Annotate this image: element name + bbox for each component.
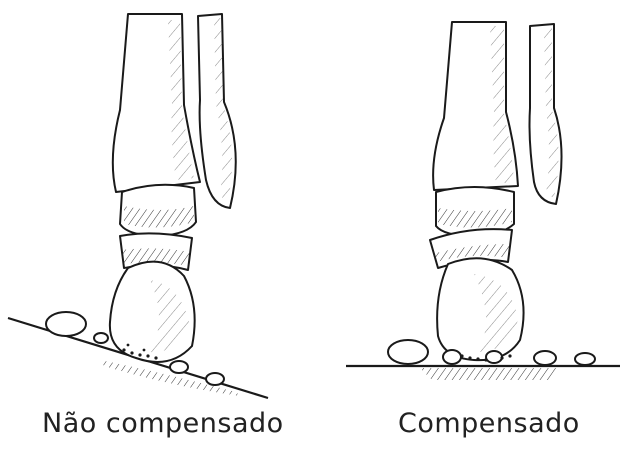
pebble <box>206 373 224 385</box>
pebble <box>575 353 595 365</box>
pebble <box>170 361 188 373</box>
pebble <box>443 350 461 364</box>
non-compensated-drawing <box>8 14 268 398</box>
pebble <box>534 351 556 365</box>
pebble <box>46 312 86 336</box>
ground-shadow-right <box>420 368 560 380</box>
caption-non-compensated: Não compensado <box>42 408 284 439</box>
compensated-drawing <box>346 22 620 380</box>
pebble <box>94 333 108 343</box>
caption-compensated: Compensado <box>398 408 580 439</box>
pebble <box>388 340 428 364</box>
pebble <box>486 351 502 363</box>
